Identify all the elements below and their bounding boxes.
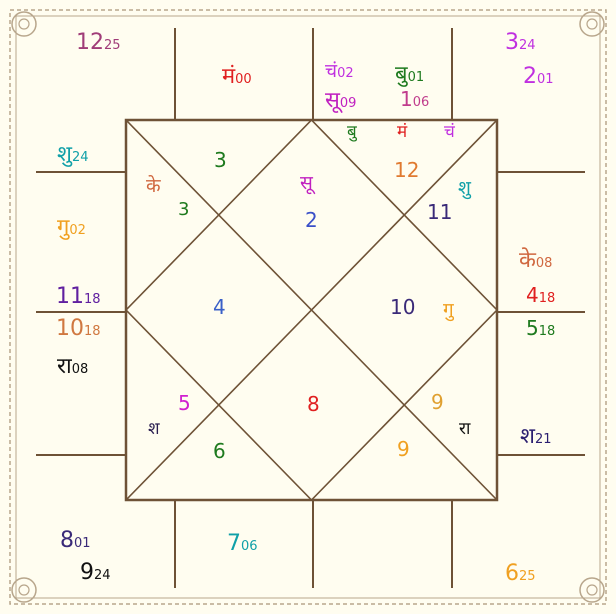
house-number-12: 12	[394, 160, 419, 180]
planet-label-surya: सू	[300, 174, 313, 193]
outer-label-chandra: चं02	[325, 62, 354, 81]
planet-label-chandra: चं	[444, 124, 455, 141]
house-number-4: 4	[213, 297, 226, 317]
outer-label-2: 201	[523, 66, 554, 88]
outer-label-ketu: के08	[519, 250, 552, 272]
outer-label-10: 1018	[56, 318, 101, 340]
planet-label-guru: गु	[443, 301, 454, 320]
outer-label-5: 518	[526, 318, 555, 338]
chart-lines	[36, 28, 585, 588]
planet-label-ketu: के	[146, 177, 161, 196]
outer-label-mangal: मं00	[222, 66, 252, 88]
house-number-3: 3	[214, 150, 227, 170]
outer-label-1: 106	[400, 89, 429, 109]
planet-label-shani: श	[148, 421, 160, 438]
outer-label-3: 324	[505, 32, 536, 54]
house-number-5: 5	[178, 393, 191, 413]
house-number-11: 11	[427, 202, 452, 222]
house-number-9: 9	[431, 392, 444, 412]
outer-label-shani: श21	[520, 426, 552, 448]
house-number-6: 6	[213, 441, 226, 461]
outer-label-7: 706	[227, 533, 258, 555]
outer-label-surya: सू09	[325, 90, 356, 112]
outer-label-6: 625	[505, 563, 536, 585]
outer-label-4: 418	[526, 285, 555, 305]
house-number-3-ketu: 3	[178, 201, 189, 219]
outer-label-9: 924	[80, 562, 111, 584]
planet-label-mangal: मं	[397, 124, 407, 141]
house-number-2: 2	[305, 210, 318, 230]
outer-label-budh: बु01	[395, 64, 424, 86]
planet-label-shukra: शु	[458, 179, 471, 198]
house-number-8: 8	[307, 394, 320, 414]
outer-label-shukra: शु24	[57, 144, 89, 166]
house-number-10: 10	[390, 297, 415, 317]
planet-label-budh: बु	[347, 124, 357, 141]
outer-label-guru: गु02	[57, 217, 86, 239]
outer-label-rahu: रा08	[57, 356, 88, 378]
outer-label-12: 1225	[76, 32, 121, 54]
outer-label-8: 801	[60, 530, 91, 552]
outer-label-11: 1118	[56, 286, 101, 308]
house-number-9-lower: 9	[397, 439, 410, 459]
planet-label-rahu: रा	[459, 421, 470, 438]
